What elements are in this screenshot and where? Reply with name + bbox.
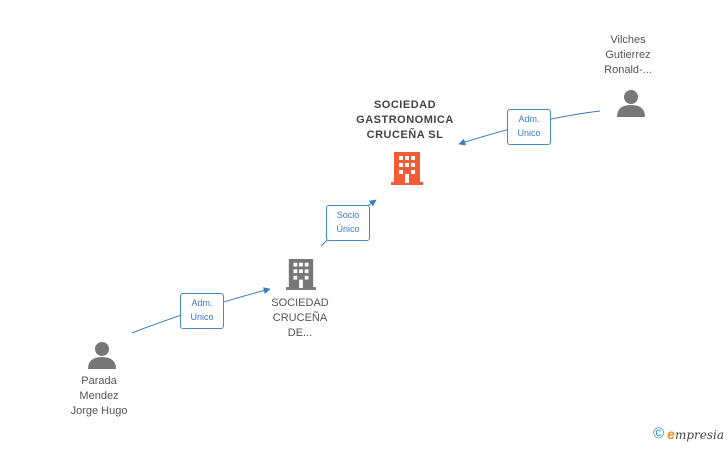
edge-label-line: Unico bbox=[190, 312, 214, 322]
sub-company-line: SOCIEDAD bbox=[271, 297, 329, 309]
main-company-line: CRUCEÑA SL bbox=[366, 129, 444, 141]
edge-label-line: Unico bbox=[517, 128, 541, 138]
person-icon[interactable] bbox=[87, 341, 117, 369]
edge-label-line: Adm. bbox=[518, 114, 540, 124]
brand-logo: empresia bbox=[667, 426, 724, 442]
sub-company-label[interactable]: SOCIEDAD CRUCEÑA DE... bbox=[260, 296, 340, 341]
edge-label-line: Socio bbox=[336, 210, 360, 220]
edge-label-parada-sub[interactable]: Adm. Unico bbox=[180, 293, 224, 329]
main-company-label[interactable]: SOCIEDAD GASTRONOMICA CRUCEÑA SL bbox=[345, 98, 465, 143]
brand-logo-e: e bbox=[667, 425, 675, 442]
person-icon[interactable] bbox=[616, 89, 646, 117]
building-icon[interactable] bbox=[286, 257, 316, 291]
person-parada-line: Jorge Hugo bbox=[70, 405, 128, 417]
sub-company-line: CRUCEÑA bbox=[272, 312, 328, 324]
person-vilches-line: Vilches bbox=[610, 34, 646, 46]
building-icon[interactable] bbox=[391, 150, 423, 186]
copyright-icon: © bbox=[653, 425, 665, 442]
person-parada-label[interactable]: Parada Mendez Jorge Hugo bbox=[59, 374, 139, 419]
person-parada-line: Mendez bbox=[79, 390, 119, 402]
person-vilches-line: Ronald-... bbox=[604, 64, 652, 76]
brand-logo-rest: mpresia bbox=[674, 427, 724, 442]
edge-label-line: Único bbox=[336, 224, 360, 234]
main-company-line: GASTRONOMICA bbox=[356, 114, 454, 126]
edge-label-vilches-main[interactable]: Adm. Unico bbox=[507, 109, 551, 145]
edge-label-sub-main[interactable]: Socio Único bbox=[326, 205, 370, 241]
sub-company-line: DE... bbox=[287, 327, 313, 339]
person-parada-line: Parada bbox=[81, 375, 117, 387]
edge-label-line: Adm. bbox=[191, 298, 213, 308]
person-vilches-label[interactable]: Vilches Gutierrez Ronald-... bbox=[588, 33, 668, 78]
main-company-line: SOCIEDAD bbox=[373, 99, 437, 111]
footer-brand[interactable]: © empresia bbox=[653, 425, 724, 442]
person-vilches-line: Gutierrez bbox=[605, 49, 651, 61]
